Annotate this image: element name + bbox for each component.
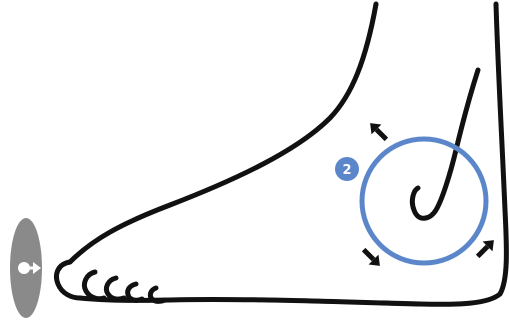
step-marker-number: 2 (342, 163, 351, 178)
focus-circle (362, 139, 486, 263)
toe-big (57, 262, 81, 298)
lateral-view-icon (10, 218, 42, 318)
arrow-northeast-icon (473, 235, 499, 261)
toe-4 (128, 284, 142, 300)
arrow-northwest-icon (365, 118, 391, 144)
toe-5 (150, 288, 165, 301)
toe-2 (84, 272, 104, 299)
toe-3 (106, 278, 124, 299)
toes (57, 262, 166, 301)
step-marker: 2 (335, 157, 359, 181)
leg-front-line (70, 4, 376, 262)
